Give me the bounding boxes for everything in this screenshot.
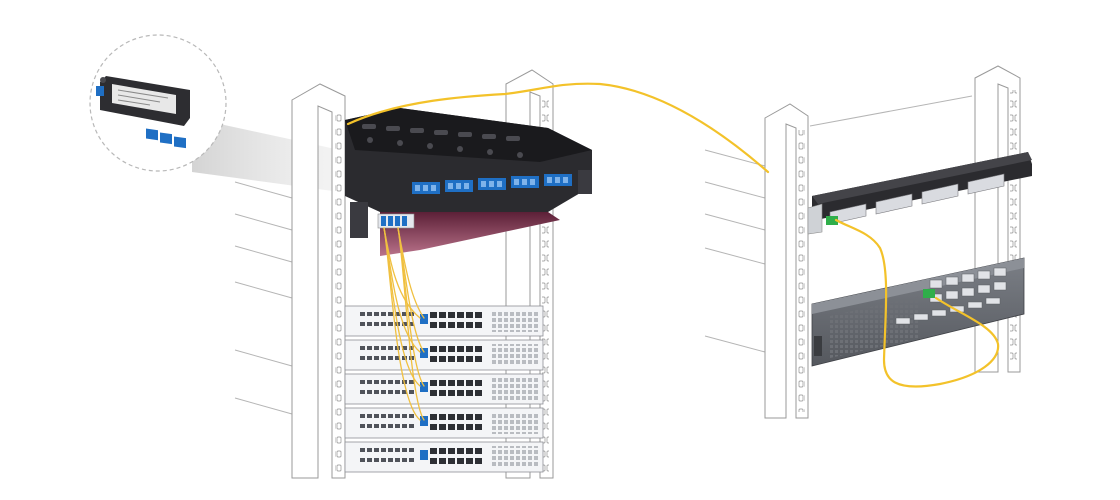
cassette-5	[544, 174, 572, 186]
fiber-cables	[346, 82, 1000, 421]
lc-connector-icon	[420, 416, 428, 426]
cassette-module-icon	[96, 76, 190, 149]
cassette-3	[478, 178, 506, 190]
cassette-1	[412, 182, 440, 194]
enclosure-top-slots	[362, 124, 523, 158]
right-rack	[704, 65, 1021, 419]
fiber-enclosure	[345, 108, 592, 256]
network-switch-5	[344, 441, 544, 473]
switch-mtp-connector-icon	[923, 289, 935, 298]
right-rack-shelf-lines	[704, 95, 973, 412]
lc-connector-icon	[420, 382, 428, 392]
enclosure-tray	[380, 212, 560, 256]
lc-connector-icon	[420, 348, 428, 358]
cassette-4	[511, 176, 539, 188]
lc-patch-cords	[383, 227, 425, 421]
lc-connector-icon	[420, 450, 428, 460]
enclosure-bracket-left	[350, 202, 368, 238]
network-switch-4	[344, 407, 544, 439]
cassette-2	[445, 180, 473, 192]
right-rack-left-post	[764, 103, 809, 419]
switch-patch-cable	[834, 218, 1000, 388]
enclosure-lc-connectors	[377, 213, 415, 229]
enclosure-cassettes	[412, 174, 572, 194]
patch-cord	[383, 227, 421, 421]
patch-cord	[397, 227, 425, 421]
trunk-cable	[346, 82, 770, 174]
lc-connector-icon	[420, 314, 428, 324]
network-switch-1	[344, 305, 544, 337]
mtp-connector-icon	[826, 216, 838, 225]
core-switch	[811, 257, 1025, 367]
network-switch-2	[344, 339, 544, 371]
network-switch-3	[344, 373, 544, 405]
left-rack-left-post	[291, 83, 346, 479]
enclosure-bracket-right	[578, 170, 592, 194]
mtp-adapter-panel	[807, 152, 1032, 235]
left-rack-switches	[344, 305, 544, 473]
